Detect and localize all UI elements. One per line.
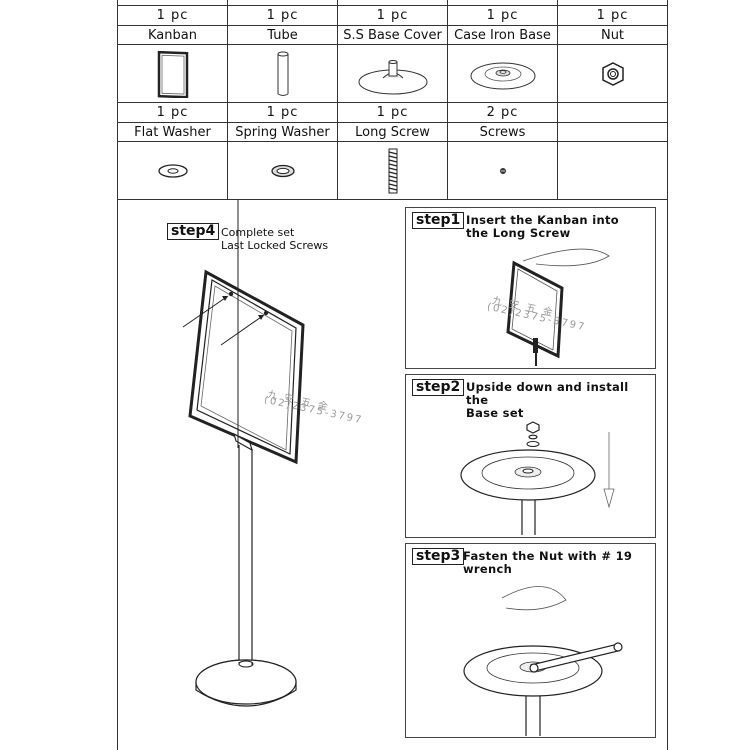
screws-icon [447,141,558,200]
part-name: Case Iron Base [447,25,558,45]
step3-tag: step3 [410,548,466,565]
step4-line1: Complete set [221,226,295,239]
complete-stand-drawing [182,200,305,707]
part-name: Nut [557,25,668,45]
step1-drawing [506,248,610,366]
flat-washer-icon [117,141,228,200]
part-qty: 2 pc [447,102,558,123]
step2-line1: Upside down and install the [466,380,629,407]
frame-right-border [667,200,668,750]
long-screw-icon [337,141,448,200]
part-qty: 1 pc [117,5,228,26]
part-name: Flat Washer [117,122,228,142]
part-qty: 1 pc [227,5,338,26]
pic-row-2 [117,141,668,200]
step3-drawing [463,586,623,736]
step3-instructions: Fasten the Nut with # 19 wrench [463,550,655,576]
base-cover-icon [337,44,448,103]
part-qty: 1 pc [117,102,228,123]
part-name: Kanban [117,25,228,45]
part-qty: 1 pc [227,102,338,123]
part-qty: 1 pc [337,102,448,123]
kanban-icon [117,44,228,103]
part-name: Screws [447,122,558,142]
nut-icon [557,44,668,103]
part-qty: 1 pc [557,5,668,26]
iron-base-icon [447,44,558,103]
step1-instructions: Insert the Kanban into the Long Screw [466,214,619,240]
step2-line2: Base set [466,406,524,420]
tube-icon [227,44,338,103]
spring-washer-icon [227,141,338,200]
step2-tag: step2 [410,379,466,396]
frame-left-border [117,200,118,750]
step2-instructions: Upside down and install the Base set [466,381,655,420]
step2-panel: step2 Upside down and install the Base s… [405,374,656,538]
part-name: Tube [227,25,338,45]
name-row-2: Flat Washer Spring Washer Long Screw Scr… [117,122,668,142]
pic-row-1 [117,44,668,103]
parts-table: 1 pc 1 pc 1 pc 1 pc 1 pc Kanban Tube S.S… [117,0,668,200]
step1-tag: step1 [410,212,466,229]
step1-panel: step1 Insert the Kanban into the Long Sc… [405,207,656,369]
step1-line1: Insert the Kanban into [466,213,619,227]
part-qty: 1 pc [337,5,448,26]
part-name: Long Screw [337,122,448,142]
name-row-1: Kanban Tube S.S Base Cover Case Iron Bas… [117,25,668,45]
empty-cell [557,141,668,200]
step4-instructions: Complete set Last Locked Screws [221,226,328,252]
step1-line2: the Long Screw [466,226,571,240]
empty-cell [557,122,668,142]
empty-cell [557,102,668,123]
qty-row-1: 1 pc 1 pc 1 pc 1 pc 1 pc [117,5,668,26]
part-name: Spring Washer [227,122,338,142]
step2-drawing [460,421,615,535]
step3-line1: Fasten the Nut with # 19 wrench [463,549,633,576]
step3-panel: step3 Fasten the Nut with # 19 wrench [405,543,656,738]
qty-row-2: 1 pc 1 pc 1 pc 2 pc [117,102,668,123]
step4-tag: step4 [165,223,221,240]
part-qty: 1 pc [447,5,558,26]
part-name: S.S Base Cover [337,25,448,45]
step4-line2: Last Locked Screws [221,239,329,252]
